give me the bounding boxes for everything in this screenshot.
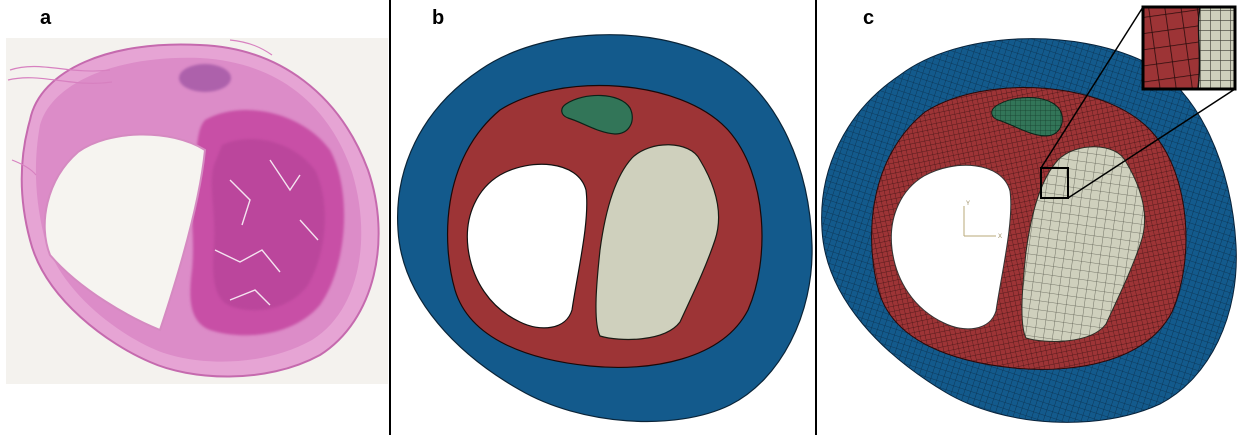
mesh-model: Y X (822, 7, 1237, 422)
zoom-inset (1143, 7, 1235, 89)
histology-plaque-dense (212, 139, 325, 310)
segmentation-model (398, 35, 812, 422)
histology-nodule (179, 64, 231, 92)
axis-triad-x-label: X (998, 234, 1002, 240)
axis-triad-y-label: Y (966, 201, 970, 207)
histology-image (6, 38, 388, 384)
